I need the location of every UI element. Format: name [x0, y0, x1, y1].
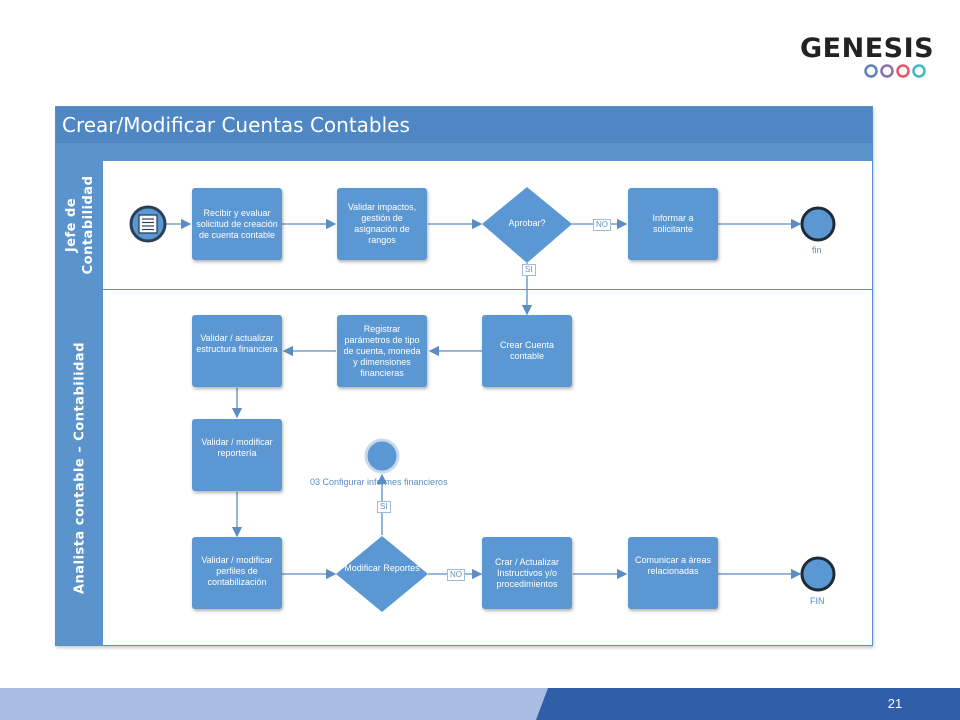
link-event-label: 03 Configurar informes financieros [310, 477, 448, 487]
flow-label-no: NO [447, 569, 465, 581]
genesis-logo: GENESIS [800, 34, 934, 84]
end-event-bottom [800, 556, 836, 592]
task-crear-instructivos[interactable]: Crar / Actualizar Instructivos y/o proce… [482, 537, 572, 609]
task-recibir-solicitud[interactable]: Recibir y evaluar solicitud de creación … [192, 188, 282, 260]
end-event-top [800, 206, 836, 242]
task-crear-cuenta[interactable]: Crear Cuenta contable [482, 315, 572, 387]
end-event-bottom-label: FIN [810, 596, 825, 606]
flow-label-no: NO [593, 219, 611, 231]
logo-text: GENESIS [800, 33, 935, 64]
task-validar-impactos[interactable]: Validar impactos, gestión de asignación … [337, 188, 427, 260]
task-validar-estructura[interactable]: Validar / actualizar estructura financie… [192, 315, 282, 387]
gateway-modificar-label: Modificar Reportes [344, 563, 420, 573]
flow-label-si: SI [377, 501, 391, 513]
logo-rings [864, 64, 926, 78]
task-comunicar-areas[interactable]: Comunicar a áreas relacionadas [628, 537, 718, 609]
swimlane-pool: Crear/Modificar Cuentas Contables Jefe d… [55, 106, 873, 646]
footer-accent [536, 688, 960, 720]
gateway-aprobar-label: Aprobar? [508, 218, 546, 228]
flow-label-si: SI [522, 264, 536, 276]
lane-separator [56, 289, 872, 290]
pool-subheader [56, 143, 872, 161]
link-event [364, 438, 400, 474]
task-validar-perfiles[interactable]: Validar / modificar perfiles de contabil… [192, 537, 282, 609]
gateway-aprobar [482, 187, 572, 263]
start-event [129, 205, 167, 243]
footer-bar [0, 688, 960, 720]
pool-title: Crear/Modificar Cuentas Contables [56, 107, 872, 143]
task-validar-reporteria[interactable]: Validar / modificar reportería [192, 419, 282, 491]
task-registrar-parametros[interactable]: Registrar parámetros de tipo de cuenta, … [337, 315, 427, 387]
gateway-modificar [336, 536, 428, 612]
end-event-top-label: fin [812, 245, 822, 255]
task-informar-solicitante[interactable]: Informar a solicitante [628, 188, 718, 260]
page-number: 21 [887, 696, 903, 711]
lane-label-analista: Analista contable – Contabilidad [56, 290, 103, 645]
